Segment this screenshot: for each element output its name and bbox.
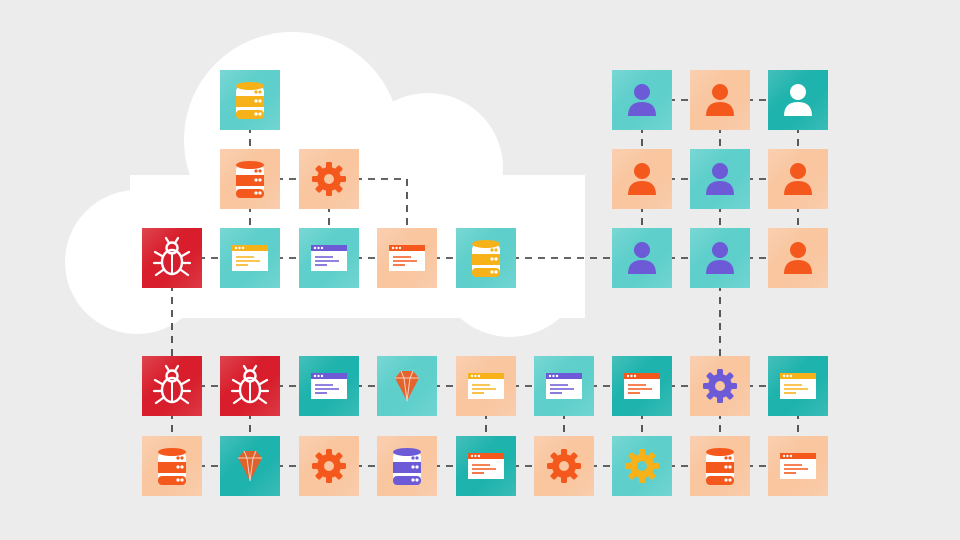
window-icon: [624, 373, 660, 399]
tile-win-row2-b: [768, 436, 828, 496]
tile-bug-row1-a: [142, 356, 202, 416]
bug-icon: [152, 364, 192, 405]
window-icon: [468, 453, 504, 479]
tile-db-row2-b: [377, 436, 437, 496]
user-icon: [628, 163, 656, 195]
tile-win-row1-e: [768, 356, 828, 416]
tile-db-top: [220, 70, 280, 130]
tile-user-1: [612, 70, 672, 130]
gem-icon: [238, 450, 262, 482]
tile-user-4: [612, 149, 672, 209]
tile-db-row2-c: [690, 436, 750, 496]
tile-bug-main: [142, 228, 202, 288]
window-icon: [389, 245, 425, 271]
tile-win-row2-a: [456, 436, 516, 496]
user-icon: [784, 84, 812, 116]
user-icon: [706, 242, 734, 274]
tile-gem-row1: [377, 356, 437, 416]
database-icon: [236, 82, 264, 119]
window-icon: [311, 373, 347, 399]
tile-win-row1-c: [534, 356, 594, 416]
database-icon: [158, 448, 186, 485]
tile-win-row1-b: [456, 356, 516, 416]
tile-gear-row2-a: [299, 436, 359, 496]
gear-icon: [312, 162, 346, 196]
gear-icon: [703, 369, 737, 403]
user-icon: [784, 163, 812, 195]
tile-user-9: [768, 228, 828, 288]
tile-win-cloud-1: [220, 228, 280, 288]
tile-win-row1-d: [612, 356, 672, 416]
user-icon: [706, 163, 734, 195]
tile-user-7: [612, 228, 672, 288]
tile-db-row2-a: [142, 436, 202, 496]
tile-gear-cloud: [299, 149, 359, 209]
tile-user-5: [690, 149, 750, 209]
database-icon: [236, 161, 264, 198]
tile-db-cloud-3: [456, 228, 516, 288]
user-icon: [628, 84, 656, 116]
window-icon: [468, 373, 504, 399]
database-icon: [472, 240, 500, 277]
user-icon: [628, 242, 656, 274]
window-icon: [780, 453, 816, 479]
tile-user-3: [768, 70, 828, 130]
tile-gear-row1: [690, 356, 750, 416]
tile-db-cloud-2: [220, 149, 280, 209]
user-icon: [706, 84, 734, 116]
bug-icon: [230, 364, 270, 405]
gear-icon: [625, 449, 659, 483]
tile-win-row1-a: [299, 356, 359, 416]
tile-user-6: [768, 149, 828, 209]
window-icon: [311, 245, 347, 271]
database-icon: [393, 448, 421, 485]
tile-user-2: [690, 70, 750, 130]
window-icon: [780, 373, 816, 399]
window-icon: [232, 245, 268, 271]
tile-gear-row2-b: [534, 436, 594, 496]
gear-icon: [547, 449, 581, 483]
window-icon: [546, 373, 582, 399]
user-icon: [784, 242, 812, 274]
gem-icon: [395, 370, 419, 402]
gear-icon: [312, 449, 346, 483]
tile-bug-row1-b: [220, 356, 280, 416]
tile-user-8: [690, 228, 750, 288]
tile-win-cloud-3: [377, 228, 437, 288]
tile-win-cloud-2: [299, 228, 359, 288]
database-icon: [706, 448, 734, 485]
tile-gem-row2: [220, 436, 280, 496]
tile-gear-row2-c: [612, 436, 672, 496]
bug-icon: [152, 236, 192, 277]
